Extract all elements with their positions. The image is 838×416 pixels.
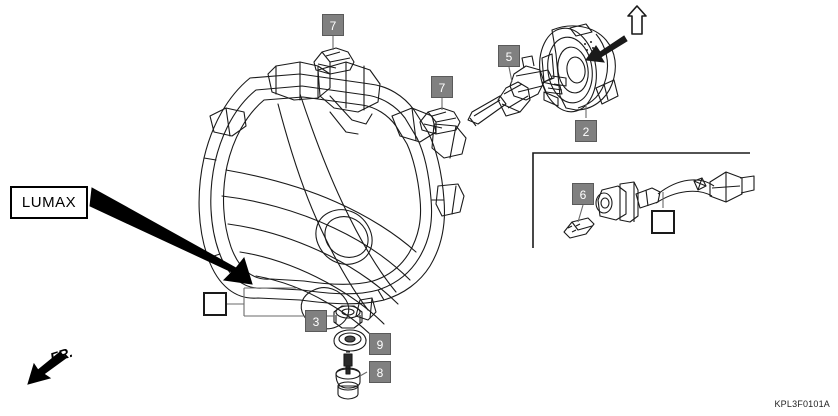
diagram-part-number: KPL3F0101A xyxy=(774,399,830,409)
adjusting-bolt-illustration xyxy=(335,351,361,400)
dust-cap-insert-arrow-icon xyxy=(585,35,628,63)
callout-6-wedge-bulb[interactable]: 6 xyxy=(572,183,594,205)
headlight-clip-upper-illustration xyxy=(313,47,355,75)
callout-5-bulb[interactable]: 5 xyxy=(498,45,520,67)
callout-3-nut[interactable]: 3 xyxy=(305,310,327,332)
dust-cover-cap-illustration xyxy=(539,23,619,113)
callout-9-washer[interactable]: 9 xyxy=(369,333,391,355)
assembly-bracket-leader xyxy=(227,287,305,317)
blank-callout-socket-harness[interactable] xyxy=(651,210,675,234)
callout-7-side[interactable]: 7 xyxy=(431,76,453,98)
headlight-clip-side-illustration xyxy=(419,107,461,135)
inset-region-border xyxy=(532,152,750,248)
callout-2-cover[interactable]: 2 xyxy=(575,120,597,142)
leader-lines xyxy=(332,36,664,377)
callout-8-bolt[interactable]: 8 xyxy=(369,361,391,383)
orientation-up-arrow-icon xyxy=(627,5,647,35)
blank-callout-headlight-assembly[interactable] xyxy=(203,292,227,316)
mounting-nut-illustration xyxy=(333,305,363,329)
brand-label-lumax: LUMAX xyxy=(10,186,88,219)
lumax-pointer-arrow-icon xyxy=(89,187,253,285)
headlight-housing-illustration xyxy=(198,61,467,339)
washer-illustration xyxy=(333,329,367,352)
front-direction-arrow-icon xyxy=(27,351,67,385)
callout-7-upper[interactable]: 7 xyxy=(322,14,344,36)
wedge-bulb-illustration xyxy=(563,217,595,239)
socket-wire-harness-illustration xyxy=(595,171,755,223)
